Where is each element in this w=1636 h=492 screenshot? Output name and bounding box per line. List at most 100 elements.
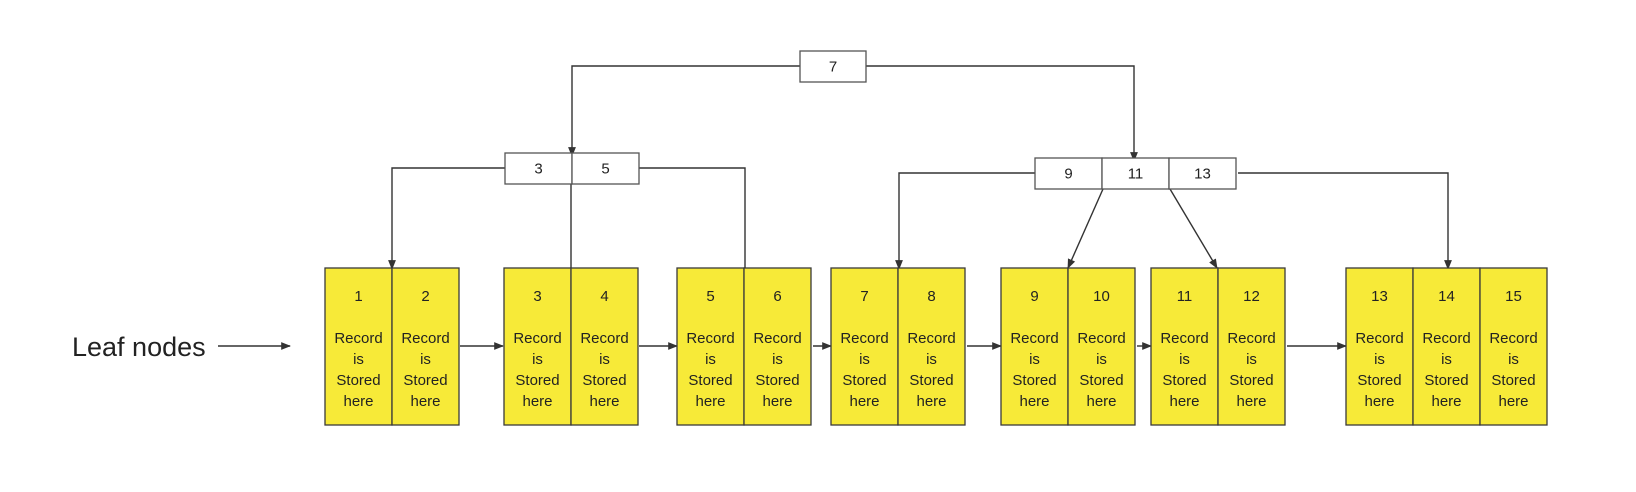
leaf-record-text: Stored: [403, 372, 447, 389]
internal-node-2-key-1: 9: [1064, 166, 1072, 183]
leaf-record-text: here: [1169, 393, 1199, 410]
tree-edges: [218, 65, 1452, 350]
leaf-record-text: is: [1246, 351, 1257, 368]
leaf-key-13: 13: [1371, 288, 1388, 305]
internal-node-2-key-3: 13: [1194, 166, 1211, 183]
leaf-record-text: here: [343, 393, 373, 410]
leaf-cell-2: [391, 267, 460, 426]
leaf-record-text: is: [705, 351, 716, 368]
leaf-record-text: Stored: [1491, 372, 1535, 389]
leaf-record-text: is: [420, 351, 431, 368]
leaf-record-text: Stored: [1162, 372, 1206, 389]
leaf-cell-13: [1345, 267, 1414, 426]
edge-9-to-leaf-7: [895, 172, 1035, 270]
root-node-key-1: 7: [829, 59, 837, 76]
leaf-record-text: Record: [1489, 330, 1537, 347]
leaf-record-text: is: [859, 351, 870, 368]
leaf-key-6: 6: [773, 288, 781, 305]
leaf-record-text: is: [353, 351, 364, 368]
leaf-record-text: here: [762, 393, 792, 410]
internal-node-2-cell-3: [1168, 157, 1237, 190]
leaf-record-text: here: [1364, 393, 1394, 410]
root-node-cell-1: [799, 50, 867, 83]
edge-9-11-to-leaf-9: [1067, 188, 1104, 269]
leaf-key-4: 4: [600, 288, 608, 305]
leaf-record-text: Stored: [909, 372, 953, 389]
leaf-record-text: is: [772, 351, 783, 368]
leaf-record-text: Record: [334, 330, 382, 347]
leaf-key-9: 9: [1030, 288, 1038, 305]
leaf-record-text: here: [695, 393, 725, 410]
leaf-record-text: Stored: [842, 372, 886, 389]
edge-11-13-to-leaf-11: [1169, 188, 1218, 269]
leaf-record-text: is: [1029, 351, 1040, 368]
leaf-record-text: is: [532, 351, 543, 368]
leaf-record-text: Record: [513, 330, 561, 347]
leaf-key-1: 1: [354, 288, 362, 305]
leaf-record-text: Record: [840, 330, 888, 347]
leaf-record-text: Record: [1422, 330, 1470, 347]
leaf-key-11: 11: [1177, 288, 1193, 305]
leaf-record-text: Record: [580, 330, 628, 347]
leaf-record-text: Record: [401, 330, 449, 347]
root-node: 7: [799, 50, 867, 83]
leaf-key-2: 2: [421, 288, 429, 305]
leaf-cell-7: [830, 267, 899, 426]
edge-root-right: [865, 65, 1138, 162]
leaf-cell-14: [1412, 267, 1481, 426]
leaf-record-text: is: [1508, 351, 1519, 368]
leaf-record-text: here: [849, 393, 879, 410]
edge-root-left: [568, 65, 800, 157]
leaf-record-text: Record: [686, 330, 734, 347]
leaf-record-text: is: [926, 351, 937, 368]
leaf-record-text: here: [1431, 393, 1461, 410]
leaf-cell-8: [897, 267, 966, 426]
leaf-cell-1: [324, 267, 393, 426]
leaf-cell-5: [676, 267, 745, 426]
leaf-cell-3: [503, 267, 572, 426]
leaf-record-text: Stored: [336, 372, 380, 389]
leaf-record-text: here: [1498, 393, 1528, 410]
leaf-record-text: Record: [1160, 330, 1208, 347]
edge-3-5-to-leaf-5: [638, 167, 749, 283]
leaf-record-text: Stored: [1229, 372, 1273, 389]
edge-13-to-leaf-13: [1238, 172, 1452, 270]
leaf-key-7: 7: [860, 288, 868, 305]
leaf-record-text: Stored: [1012, 372, 1056, 389]
leaf-record-text: here: [1236, 393, 1266, 410]
leaf-record-text: here: [522, 393, 552, 410]
leaf-record-text: Stored: [582, 372, 626, 389]
leaf-key-14: 14: [1438, 288, 1455, 305]
leaf-record-text: is: [599, 351, 610, 368]
leaf-cell-6: [743, 267, 812, 426]
leaf-key-3: 3: [533, 288, 541, 305]
leaf-record-text: Stored: [1424, 372, 1468, 389]
leaf-record-text: is: [1096, 351, 1107, 368]
leaf-key-8: 8: [927, 288, 935, 305]
leaf-record-text: here: [410, 393, 440, 410]
leaf-record-text: Record: [1077, 330, 1125, 347]
leaf-cell-11: [1150, 267, 1219, 426]
internal-node-1-key-2: 5: [601, 161, 609, 178]
leaf-record-text: here: [589, 393, 619, 410]
leaf-cell-10: [1067, 267, 1136, 426]
leaf-cell-4: [570, 267, 639, 426]
leaf-cell-15: [1479, 267, 1548, 426]
leaf-key-10: 10: [1093, 288, 1110, 305]
leaf-record-text: is: [1374, 351, 1385, 368]
leaf-cell-12: [1217, 267, 1286, 426]
leaf-record-text: Stored: [1357, 372, 1401, 389]
leaf-record-text: here: [1019, 393, 1049, 410]
leaf-nodes-label: Leaf nodes: [72, 332, 206, 362]
leaf-record-text: here: [916, 393, 946, 410]
leaf-record-text: is: [1441, 351, 1452, 368]
